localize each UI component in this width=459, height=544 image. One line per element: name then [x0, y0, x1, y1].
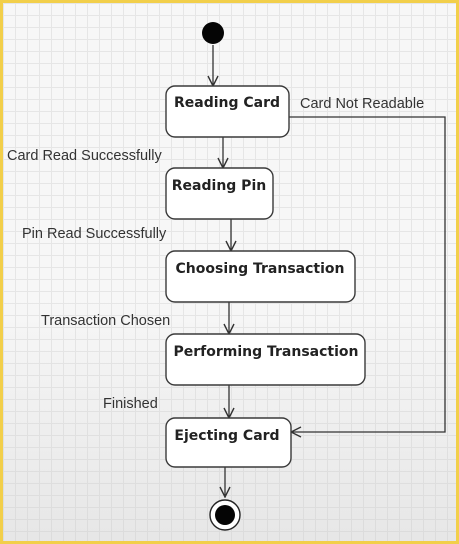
transition-label-card-read-successfully: Card Read Successfully — [7, 148, 162, 164]
state-label-reading-pin: Reading Pin — [172, 178, 266, 194]
state-choosing-transaction: Choosing Transaction — [165, 250, 356, 303]
edge-reading-card-to-ejecting-card — [289, 116, 446, 432]
transition-label-pin-read-successfully: Pin Read Successfully — [22, 226, 167, 242]
transition-label-transaction-chosen: Transaction Chosen — [41, 313, 170, 329]
state-reading-card: Reading Card — [165, 85, 290, 138]
state-label-performing-transaction: Performing Transaction — [173, 344, 358, 360]
state-reading-pin: Reading Pin — [165, 167, 274, 220]
initial-state — [202, 22, 224, 44]
transition-label-finished: Finished — [103, 396, 158, 412]
state-label-reading-card: Reading Card — [174, 95, 280, 111]
state-label-ejecting-card: Ejecting Card — [174, 428, 279, 444]
state-performing-transaction: Performing Transaction — [165, 333, 366, 386]
transition-label-card-not-readable: Card Not Readable — [300, 96, 424, 112]
final-state — [209, 499, 241, 531]
state-ejecting-card: Ejecting Card — [165, 417, 292, 468]
state-label-choosing-transaction: Choosing Transaction — [176, 261, 345, 277]
